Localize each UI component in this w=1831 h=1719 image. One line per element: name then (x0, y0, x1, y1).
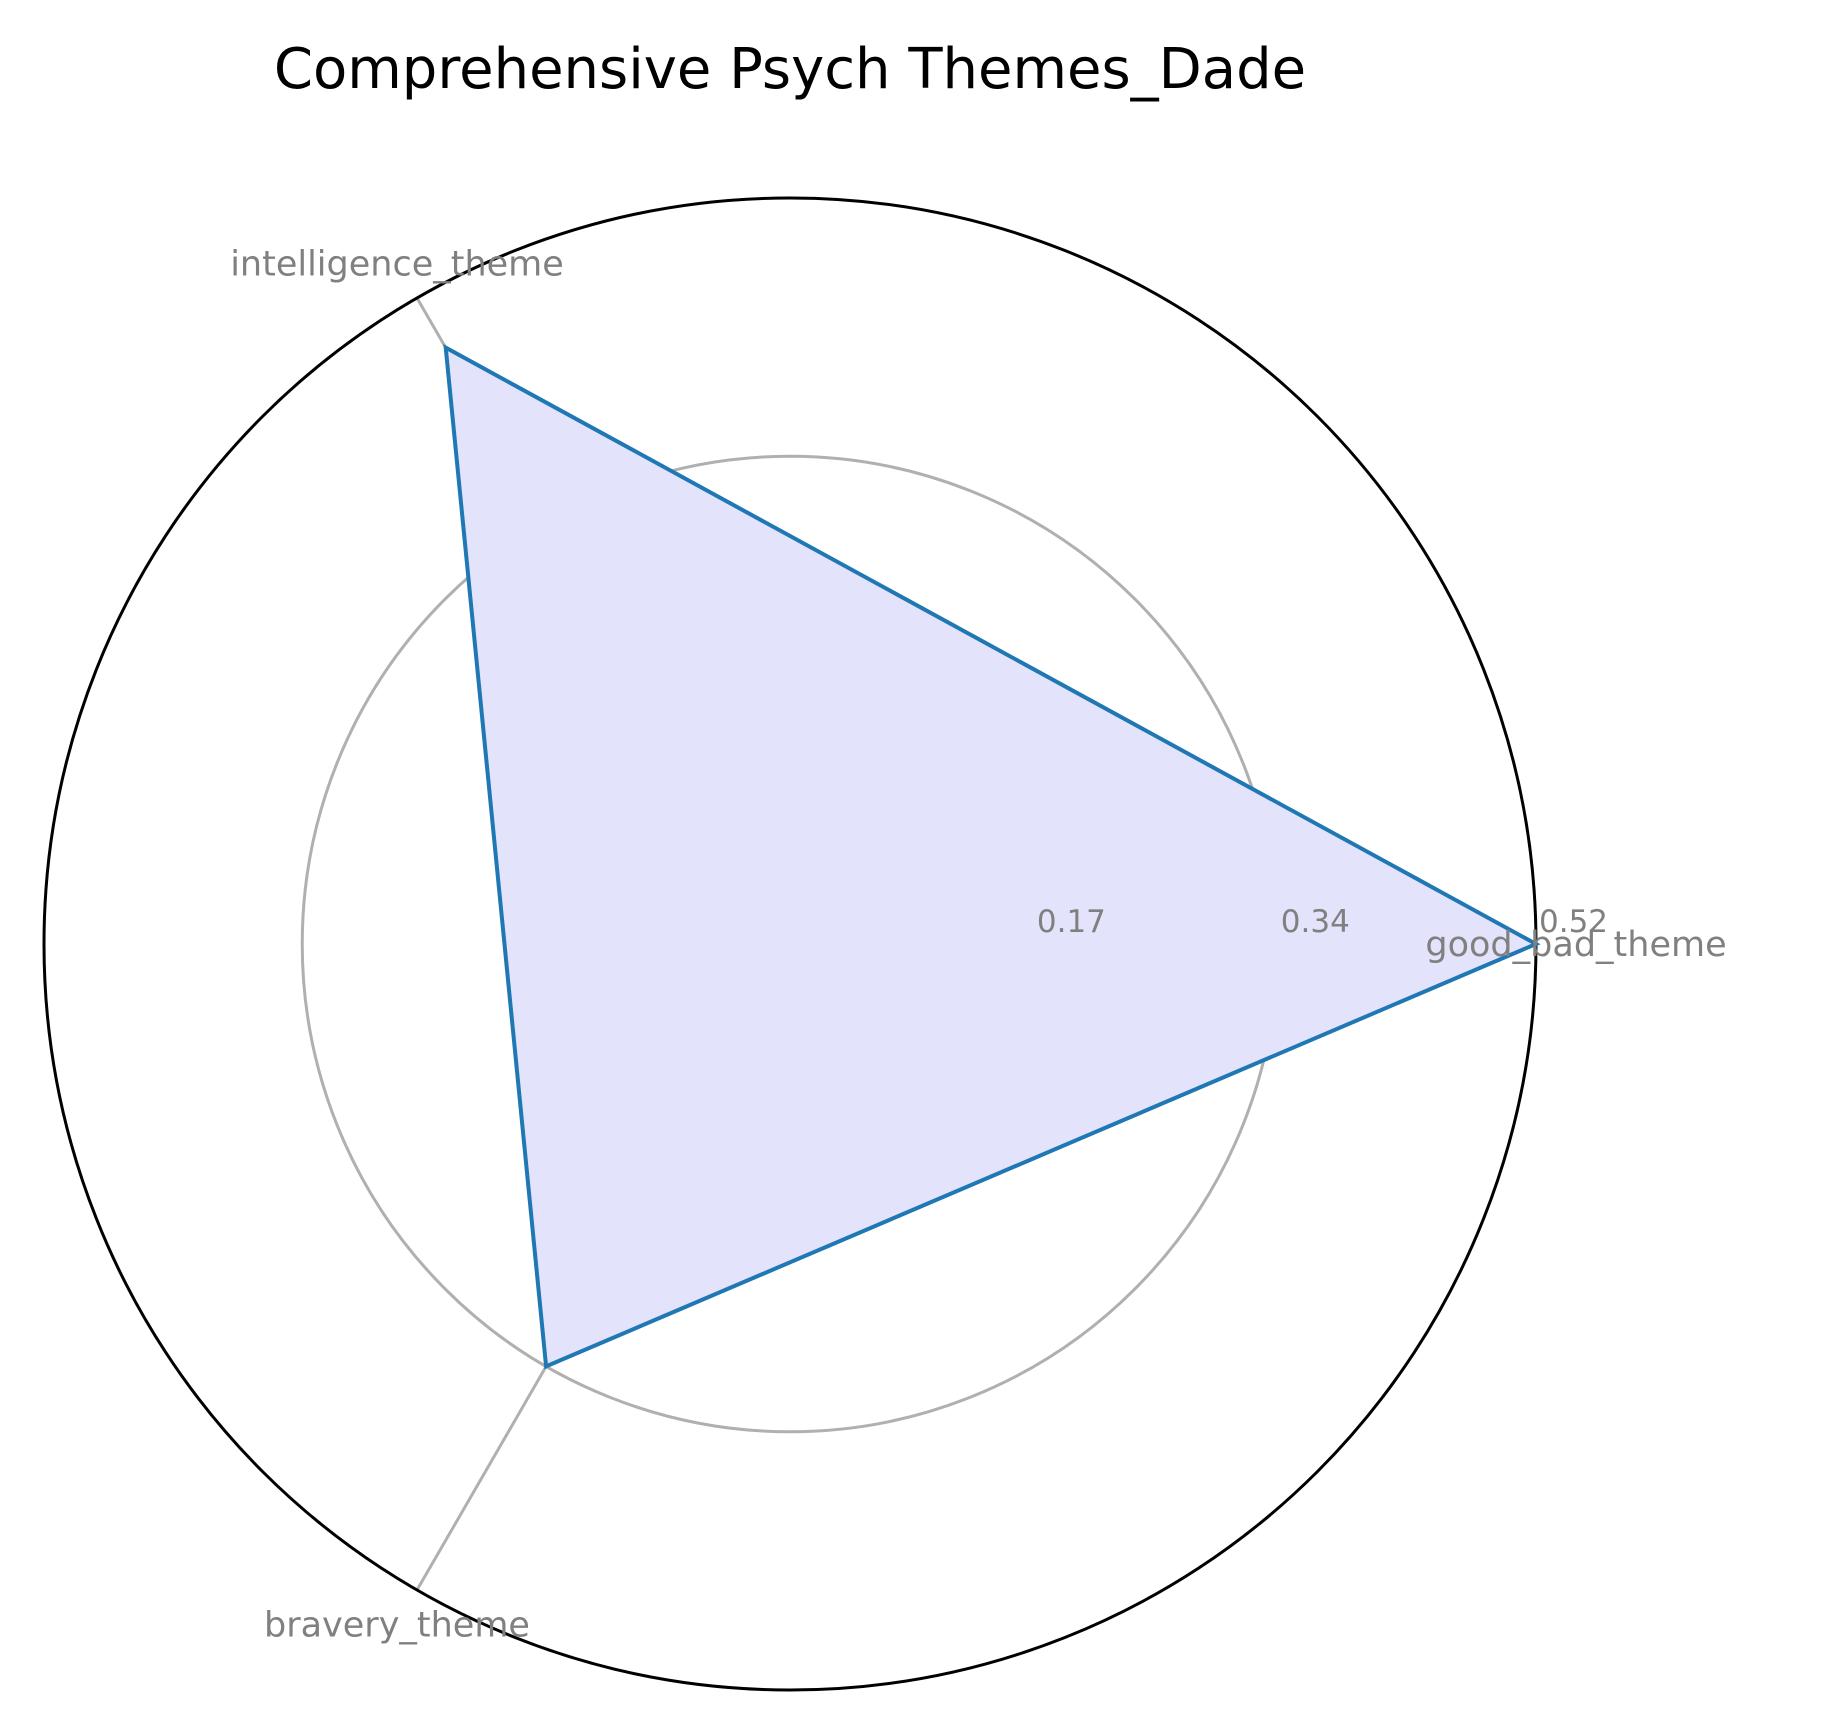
axis-label-good-bad-theme: good_bad_theme (1425, 925, 1726, 965)
chart-title: Comprehensive Psych Themes_Dade (274, 37, 1306, 102)
axis-label-bravery-theme: bravery_theme (264, 1606, 530, 1646)
axis-label-intelligence-theme: intelligence_theme (230, 244, 564, 284)
r-tick-label: 0.34 (1281, 904, 1350, 940)
series-fill (445, 347, 1537, 1367)
series-layer (443, 344, 1541, 1370)
r-tick-label: 0.52 (1539, 904, 1608, 940)
series-line (443, 344, 1541, 1370)
r-tick-label: 0.17 (1037, 904, 1106, 940)
